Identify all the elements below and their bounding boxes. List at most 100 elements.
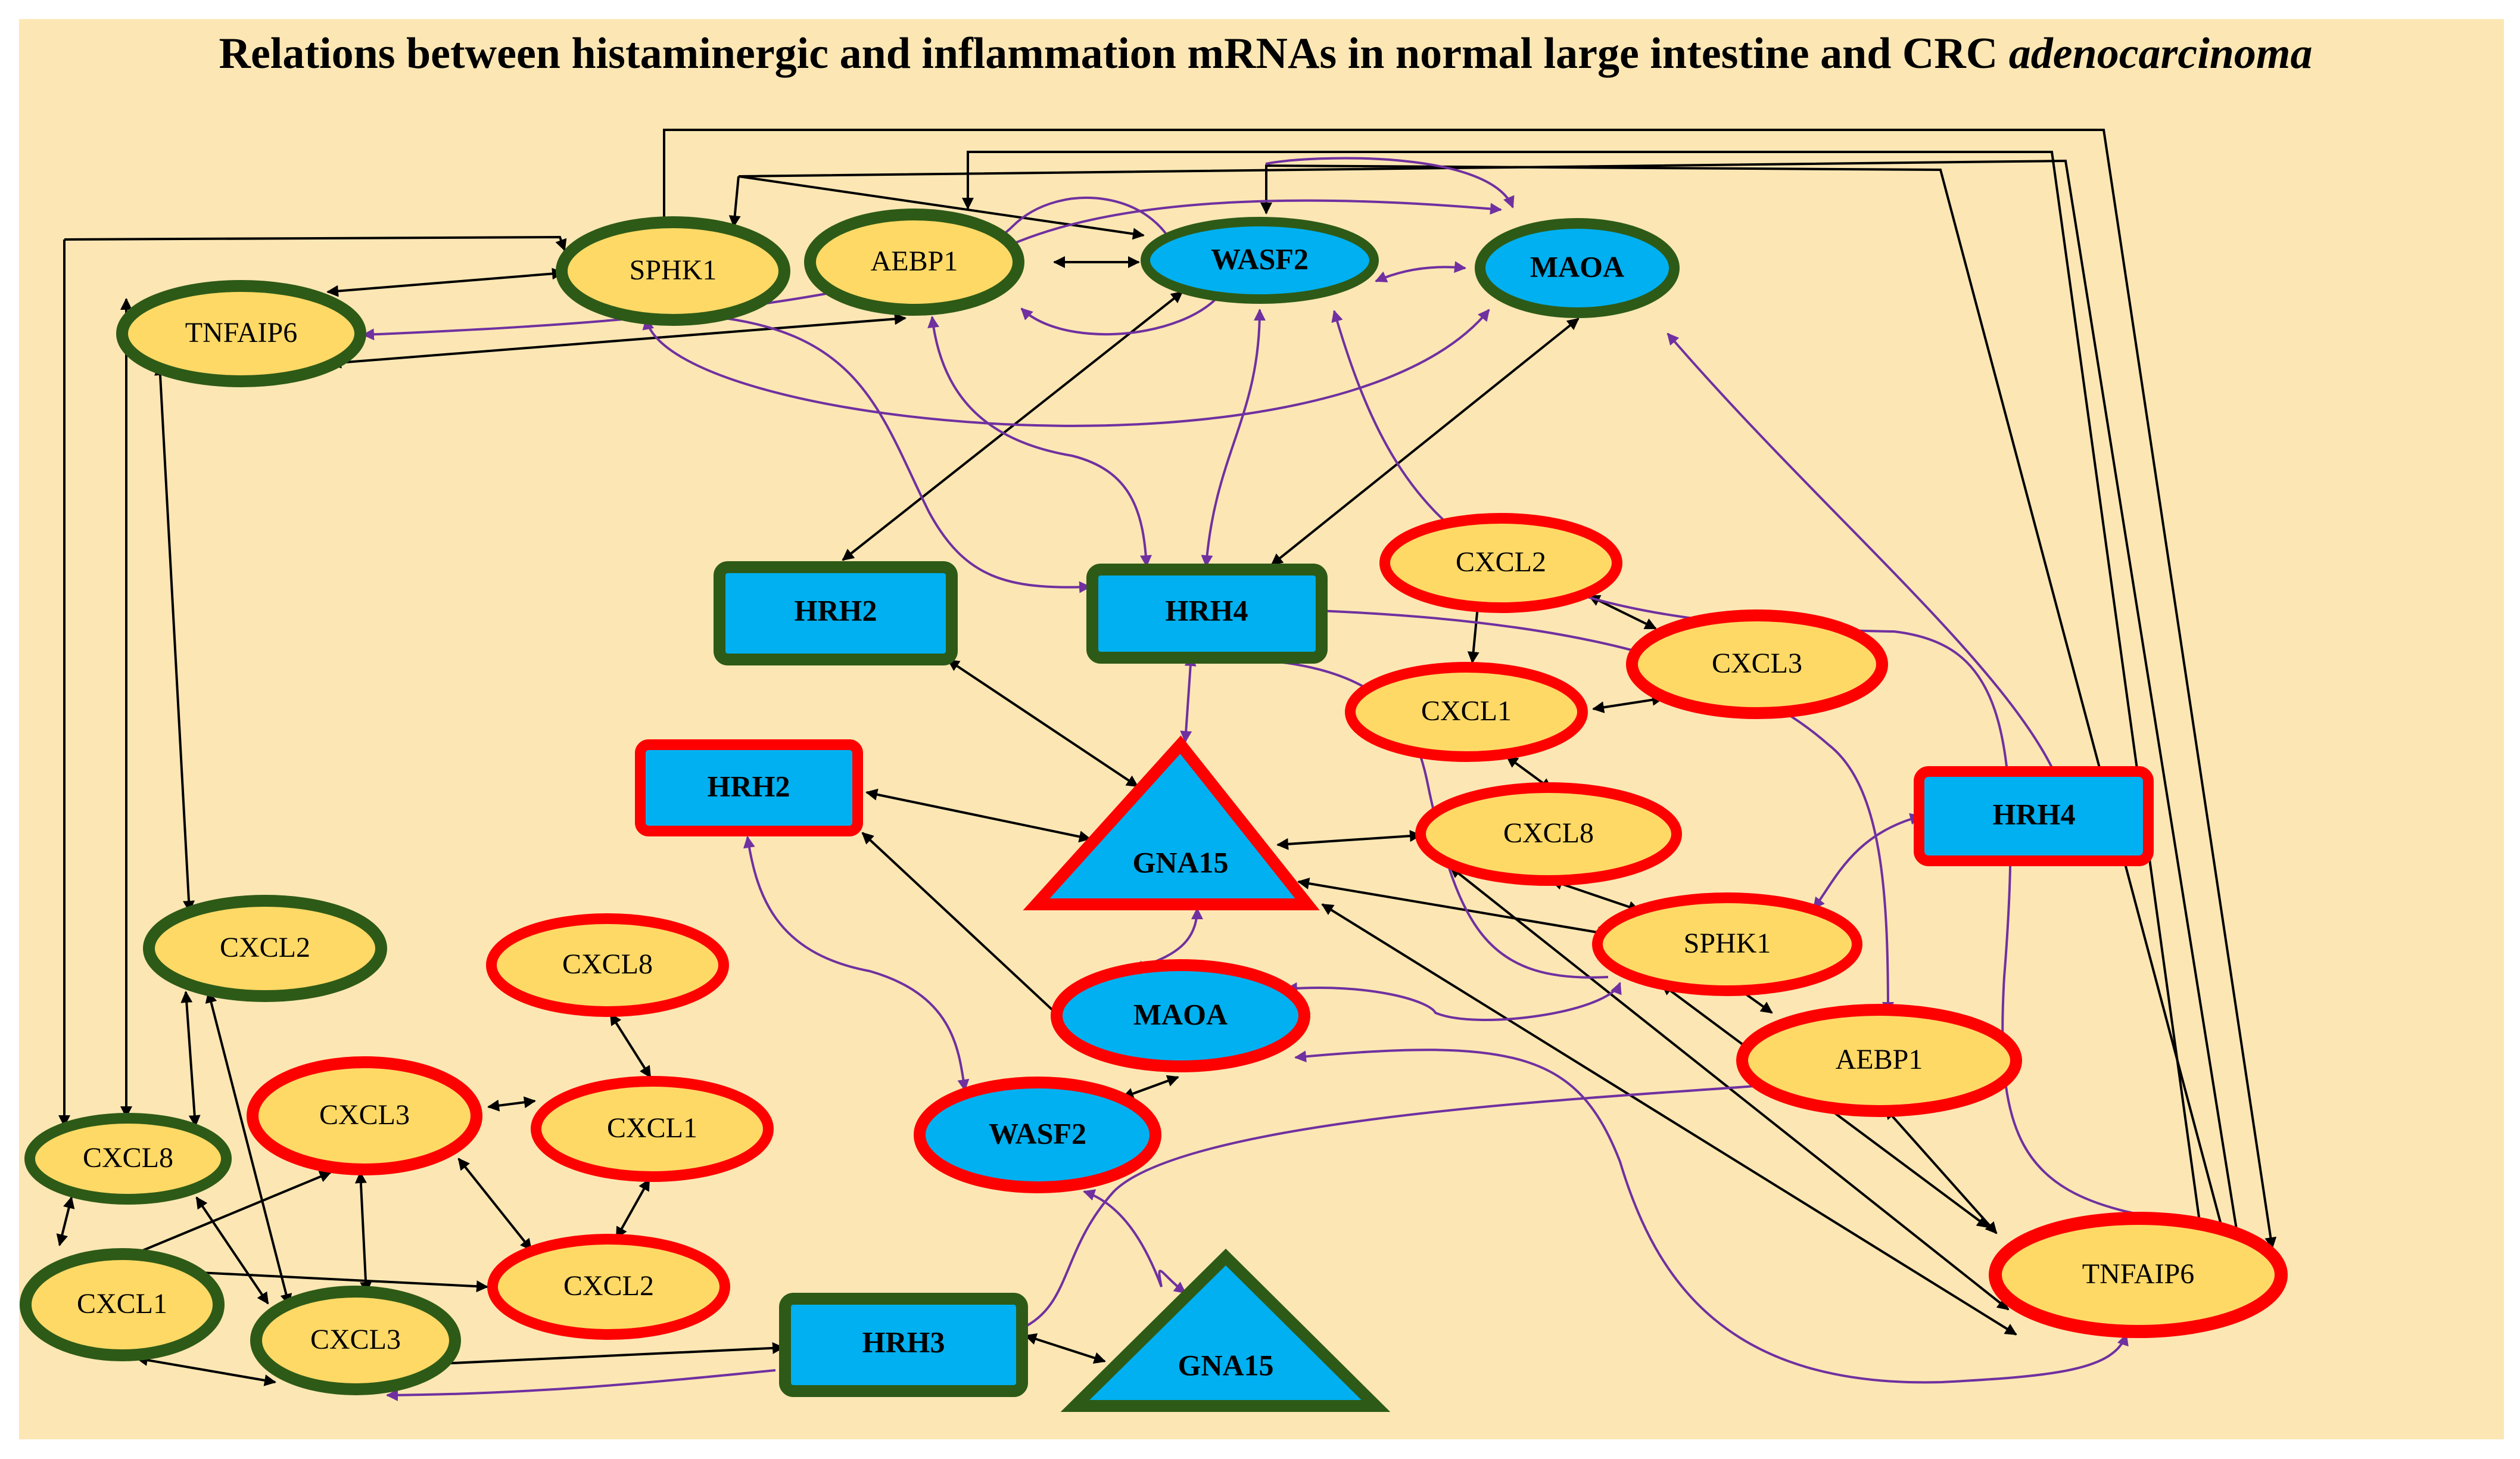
edge-purple bbox=[1083, 1189, 1186, 1294]
node-label: WASF2 bbox=[1211, 242, 1309, 275]
edge-purple bbox=[1812, 813, 1922, 910]
node-cxcl8-tumor[interactable]: CXCL8 bbox=[1415, 782, 1682, 886]
node-label: CXCL8 bbox=[1503, 817, 1594, 849]
node-cxcl3b-tumor[interactable]: CXCL3 bbox=[247, 1056, 482, 1175]
edge-purple bbox=[714, 316, 1091, 593]
node-tnfaip6-tumor[interactable]: TNFAIP6 bbox=[1989, 1212, 2288, 1338]
edge-black bbox=[1122, 1075, 1179, 1100]
node-label: HRH2 bbox=[795, 593, 877, 627]
node-label: SPHK1 bbox=[630, 254, 717, 286]
node-label: CXCL2 bbox=[220, 932, 310, 963]
node-cxcl8b-tumor[interactable]: CXCL8 bbox=[486, 913, 729, 1017]
edge-black bbox=[609, 1013, 652, 1078]
edge-purple bbox=[927, 316, 1152, 567]
edge-black bbox=[728, 176, 741, 228]
node-label: CXCL8 bbox=[83, 1142, 173, 1174]
edge-black bbox=[1260, 164, 2228, 1239]
edge-black bbox=[615, 1178, 650, 1239]
node-label: TNFAIP6 bbox=[185, 317, 297, 349]
node-wasf2-tumor[interactable]: WASF2 bbox=[914, 1077, 1161, 1193]
node-hrh4-tumor[interactable]: HRH4 bbox=[1914, 766, 2154, 866]
edge-purple bbox=[1021, 1079, 1779, 1330]
edge-black bbox=[187, 1271, 488, 1293]
node-label: CXCL3 bbox=[310, 1324, 401, 1355]
edge-black bbox=[354, 1171, 372, 1294]
node-gna15-tumor[interactable]: GNA15 bbox=[1023, 735, 1320, 910]
node-cxcl1b-tumor[interactable]: CXCL1 bbox=[531, 1076, 774, 1182]
node-hrh4-normal[interactable]: HRH4 bbox=[1086, 564, 1328, 664]
node-cxcl2b-tumor[interactable]: CXCL2 bbox=[487, 1234, 730, 1340]
node-label: GNA15 bbox=[1132, 845, 1228, 879]
node-cxcl2-normal[interactable]: CXCL2 bbox=[143, 895, 387, 1002]
title-emphasis: adenocarcinoma bbox=[2008, 29, 2313, 78]
node-aebp1-normal[interactable]: AEBP1 bbox=[804, 209, 1024, 316]
edge-black bbox=[64, 235, 567, 251]
edge-purple bbox=[1201, 309, 1266, 567]
node-cxcl2-tumor[interactable]: CXCL2 bbox=[1379, 513, 1622, 613]
edge-black bbox=[426, 1342, 784, 1370]
edge-purple bbox=[1375, 261, 1466, 282]
node-label: CXCL1 bbox=[607, 1112, 697, 1144]
edge-black bbox=[136, 1354, 276, 1386]
node-aebp1-tumor[interactable]: AEBP1 bbox=[1736, 1004, 2022, 1117]
node-label: CXCL3 bbox=[319, 1099, 410, 1131]
node-label: CXCL1 bbox=[77, 1288, 167, 1320]
edge-black bbox=[487, 1096, 536, 1112]
edge-purple bbox=[386, 1369, 776, 1401]
title-main: Relations between histaminergic and infl… bbox=[219, 29, 2009, 78]
edge-black bbox=[1270, 318, 1580, 566]
node-wasf2-normal[interactable]: WASF2 bbox=[1141, 217, 1379, 304]
edge-purple bbox=[1265, 157, 1515, 209]
node-label: AEBP1 bbox=[1836, 1044, 1923, 1075]
node-label: HRH2 bbox=[708, 769, 790, 802]
node-cxcl1-normal[interactable]: CXCL1 bbox=[20, 1248, 225, 1361]
node-tnfaip6-normal[interactable]: TNFAIP6 bbox=[116, 280, 366, 387]
edge-black bbox=[1024, 1333, 1106, 1364]
node-label: HRH4 bbox=[1166, 593, 1248, 627]
node-label: CXCL3 bbox=[1712, 648, 1802, 679]
edge-black bbox=[133, 1171, 332, 1255]
node-hrh3-normal[interactable]: HRH3 bbox=[779, 1293, 1028, 1397]
edge-black bbox=[457, 1158, 532, 1251]
node-label: TNFAIP6 bbox=[2082, 1258, 2194, 1290]
edge-purple bbox=[743, 836, 970, 1091]
node-label: CXCL2 bbox=[1456, 546, 1546, 578]
edge-black bbox=[195, 1196, 269, 1305]
node-label: MAOA bbox=[1133, 997, 1228, 1031]
node-cxcl8-normal[interactable]: CXCL8 bbox=[24, 1113, 232, 1205]
edge-purple bbox=[1202, 652, 1609, 979]
node-label: WASF2 bbox=[989, 1116, 1086, 1150]
node-label: CXCL2 bbox=[563, 1270, 654, 1302]
node-label: HRH3 bbox=[862, 1325, 945, 1358]
edge-purple bbox=[1666, 332, 2053, 768]
edge-black bbox=[947, 659, 1139, 788]
node-hrh2-normal[interactable]: HRH2 bbox=[714, 561, 958, 665]
edge-purple bbox=[1294, 1049, 2129, 1384]
node-label: CXCL8 bbox=[562, 948, 653, 980]
edge-black bbox=[205, 991, 292, 1306]
node-label: GNA15 bbox=[1178, 1348, 1273, 1382]
edge-black bbox=[738, 175, 1145, 240]
node-sphk1-normal[interactable]: SPHK1 bbox=[556, 216, 790, 326]
edge-black bbox=[865, 788, 1091, 843]
diagram-title: Relations between histaminergic and infl… bbox=[18, 18, 2513, 101]
node-cxcl3-tumor[interactable]: CXCL3 bbox=[1626, 609, 1888, 719]
node-gna15-normal[interactable]: GNA15 bbox=[1060, 1248, 1391, 1412]
node-cxcl3-normal[interactable]: CXCL3 bbox=[250, 1286, 461, 1395]
node-sphk1-tumor[interactable]: SPHK1 bbox=[1592, 892, 1862, 996]
node-label: CXCL1 bbox=[1421, 695, 1512, 727]
node-cxcl1-tumor[interactable]: CXCL1 bbox=[1345, 662, 1588, 762]
edge-black bbox=[56, 1196, 75, 1246]
node-label: SPHK1 bbox=[1684, 928, 1771, 959]
edges bbox=[56, 129, 2277, 1401]
nodes: SPHK1 AEBP1 WASF2 MAOA TNFAIP6 HRH2 bbox=[20, 209, 2288, 1412]
edge-purple bbox=[1180, 654, 1197, 743]
node-maoa-normal[interactable]: MAOA bbox=[1475, 218, 1680, 318]
edge-purple bbox=[1285, 982, 1622, 1021]
node-hrh2-tumor[interactable]: HRH2 bbox=[635, 739, 863, 836]
node-maoa-tumor[interactable]: MAOA bbox=[1051, 959, 1310, 1072]
edge-black bbox=[180, 991, 201, 1127]
edge-black bbox=[326, 267, 564, 297]
